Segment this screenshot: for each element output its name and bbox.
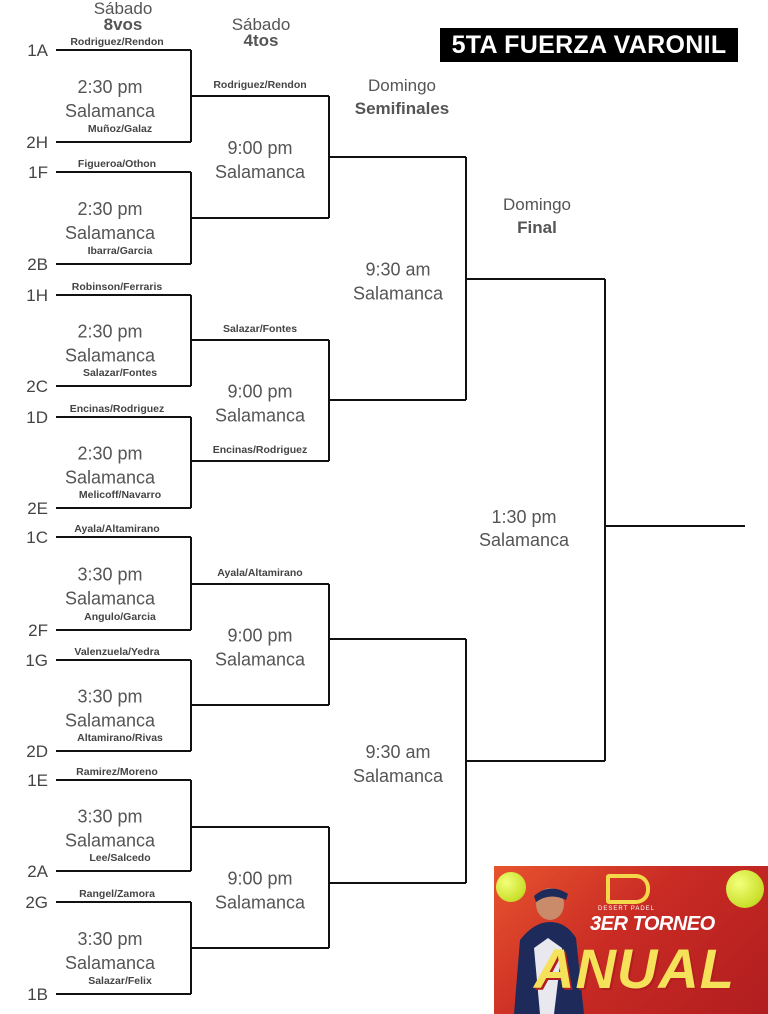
team-name: Valenzuela/Yedra [74,646,159,658]
match-time: 9:00 pm [227,138,292,158]
seed-label: 2A [27,862,48,881]
match-venue: Salamanca [65,711,156,731]
match-venue: Salamanca [65,953,156,973]
qf-match: Rodriguez/Rendon 9:00 pm Salamanca [191,79,330,219]
final-day-label: Domingo [503,195,571,214]
match-venue: Salamanca [65,468,156,488]
team-name: Robinson/Ferraris [72,281,163,293]
match-venue: Salamanca [353,284,444,304]
brand-label: DESERT PADEL [598,906,656,912]
tournament-name: ANUAL [534,937,735,1000]
sf-round-label: Semifinales [355,99,450,118]
qf-match: 9:00 pm Salamanca [191,826,330,949]
match-time: 9:00 pm [227,869,292,889]
seed-label: 1D [26,408,48,427]
qf-day-label: Sábado [232,15,291,34]
sf-match: 9:30 am Salamanca [329,156,467,401]
team-name: Figueroa/Othon [78,158,156,170]
match-venue: Salamanca [65,589,156,609]
category-title: 5TA FUERZA VARONIL [440,28,738,62]
seed-label: 1G [25,651,48,670]
seed-label: 1H [26,286,48,305]
team-name: Salazar/Fontes [83,367,157,379]
edition-label: 3ER TORNEO [590,913,715,935]
seed-label: 2C [26,377,48,396]
team-name: Rodriguez/Rendon [213,79,306,91]
sf-day-label: Domingo [368,76,436,95]
team-name: Rodriguez/Rendon [70,36,163,48]
team-name: Ayala/Altamirano [74,523,159,535]
r16-round-label: 8vos [104,15,143,34]
team-name: Rangel/Zamora [79,888,155,900]
team-name: Muñoz/Galaz [88,123,152,135]
team-name: Lee/Salcedo [89,852,150,864]
seed-label: 2E [27,499,48,518]
seed-label: 2B [27,255,48,274]
sf-match: 9:30 am Salamanca [329,638,467,884]
final-match: 1:30 pm Salamanca [466,278,745,762]
match-time: 3:30 pm [77,687,142,707]
seed-label: 1B [27,985,48,1004]
match-venue: Salamanca [353,766,444,786]
match-time: 2:30 pm [77,444,142,464]
team-name: Salazar/Felix [88,975,152,987]
player-photo [514,888,584,1014]
qf-match: Ayala/Altamirano 9:00 pm Salamanca [191,567,330,706]
match-time: 3:30 pm [77,929,142,949]
team-name: Encinas/Rodriguez [70,403,165,415]
team-name: Melicoff/Navarro [79,489,161,501]
seed-label: 2H [26,133,48,152]
match-venue: Salamanca [65,831,156,851]
match-time: 2:30 pm [77,199,142,219]
seed-label: 2G [25,893,48,912]
team-name: Salazar/Fontes [223,323,297,335]
desert-padel-logo [606,874,650,904]
match-venue: Salamanca [215,406,306,426]
match-venue: Salamanca [65,346,156,366]
match-time: 9:30 am [365,260,430,280]
match-venue: Salamanca [65,101,156,121]
match-time: 9:30 am [365,742,430,762]
match-time: 3:30 pm [77,565,142,585]
seed-label: 2F [28,621,48,640]
seed-label: 1C [26,528,48,547]
team-name: Ramirez/Moreno [76,766,158,778]
team-name: Ibarra/Garcia [88,245,153,257]
tennis-ball-icon [726,870,764,908]
seed-label: 2D [26,742,48,761]
match-time: 1:30 pm [491,507,556,527]
match-time: 2:30 pm [77,77,142,97]
match-time: 9:00 pm [227,382,292,402]
match-time: 2:30 pm [77,322,142,342]
team-name: Altamirano/Rivas [77,732,163,744]
match-venue: Salamanca [215,893,306,913]
seed-label: 1F [28,163,48,182]
match-venue: Salamanca [215,650,306,670]
match-venue: Salamanca [215,162,306,182]
match-time: 9:00 pm [227,626,292,646]
team-name: Ayala/Altamirano [217,567,302,579]
match-venue: Salamanca [65,223,156,243]
tournament-banner: DESERT PADEL 3ER TORNEO ANUAL [494,866,768,1014]
seed-label: 1A [27,41,48,60]
tennis-ball-icon [496,872,526,902]
final-round-label: Final [517,218,557,237]
qf-round-label: 4tos [244,31,279,50]
team-name: Encinas/Rodriguez [213,444,308,456]
team-name: Angulo/Garcia [84,611,156,623]
match-venue: Salamanca [479,530,570,550]
match-time: 3:30 pm [77,807,142,827]
r16-day-label: Sábado [94,0,153,18]
seed-label: 1E [27,771,48,790]
